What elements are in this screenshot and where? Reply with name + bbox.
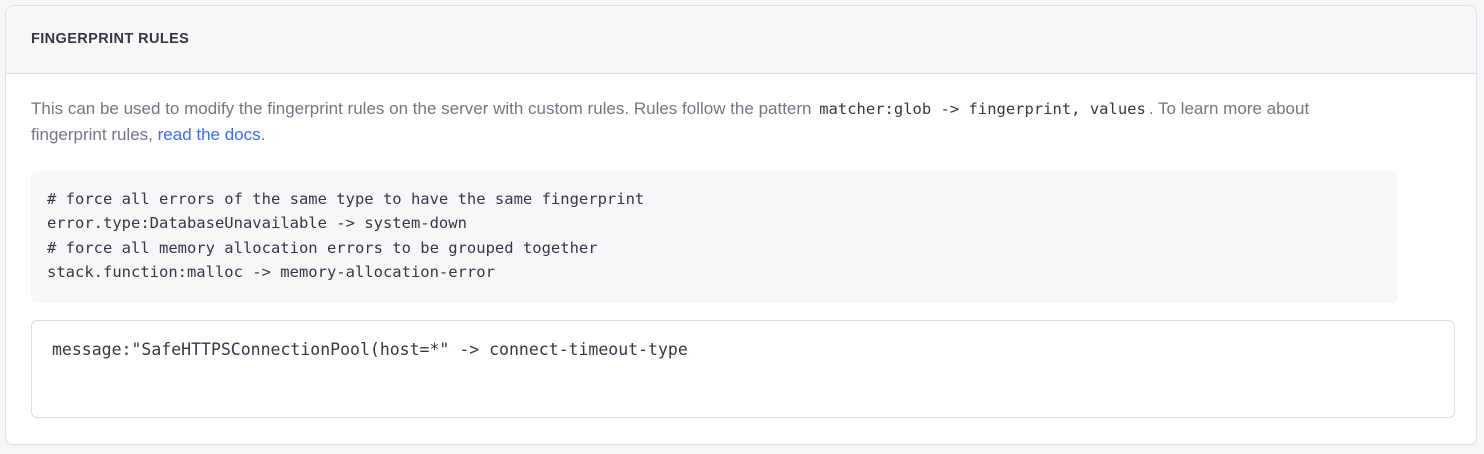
panel-body: This can be used to modify the fingerpri… (6, 74, 1476, 418)
fingerprint-rules-panel: FINGERPRINT RULES This can be used to mo… (5, 5, 1477, 445)
fingerprint-rules-input[interactable] (31, 319, 1455, 418)
page-title: FINGERPRINT RULES (31, 31, 190, 48)
example-rules-code-block: # force all errors of the same type to h… (31, 170, 1398, 303)
inline-code-pattern: matcher:glob -> fingerprint, values (819, 100, 1146, 118)
description-text: This can be used to modify the fingerpri… (31, 96, 1376, 149)
description-part-two: . To learn more about fingerprint rules, (31, 99, 1310, 145)
panel-header: FINGERPRINT RULES (6, 6, 1476, 74)
description-part-one: This can be used to modify the fingerpri… (31, 99, 817, 118)
read-the-docs-link[interactable]: read the docs (157, 125, 261, 145)
description-part-three: . (260, 125, 266, 145)
